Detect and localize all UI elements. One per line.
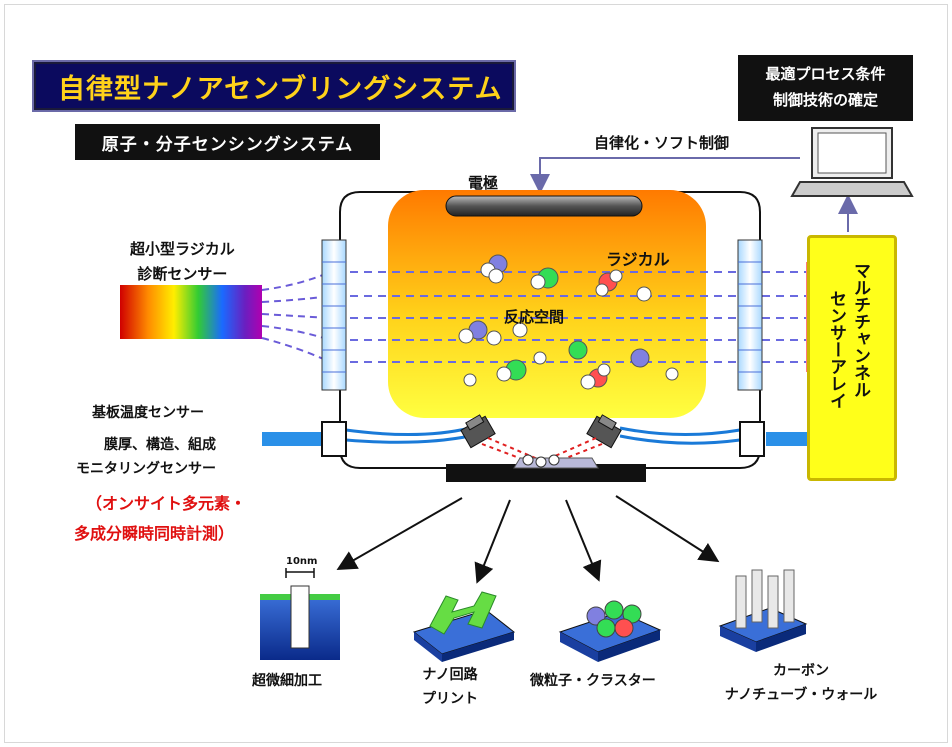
electrode-label: 電極 [468,174,499,192]
diag-sensor-line-1: 超小型ラジカル [130,240,235,258]
app-label-4: カーボン ナノチューブ・ウォール [706,660,896,704]
app-4-line-1: カーボン [773,663,829,679]
spectrum-source [120,285,262,339]
molecules [458,254,679,390]
control-feedback-line [530,157,858,232]
onsite-line-2: 多成分瞬時同時計測） [74,524,235,543]
diag-sensor-line-2: 診断センサー [137,265,228,283]
chamber-outline [339,191,761,469]
right-window [737,239,763,391]
multichannel-label-1: マルチチャンネル [850,262,870,398]
right-sensor-head [586,414,622,449]
right-fiber-port [739,421,765,457]
process-box: 最適プロセス条件 制御技術の確定 [738,55,913,121]
substrate-stage [446,454,646,482]
reaction-space-label: 反応空間 [504,308,565,326]
page-title: 自律型ナノアセンブリングシステム [58,73,503,105]
cluster-icon [558,600,662,662]
app-label-2: ナノ回路 プリント [420,664,480,708]
subtitle-banner: 原子・分子センシングシステム [75,124,380,160]
monitoring-line-1: 膜厚、構造、組成 [104,437,216,453]
process-line-2: 制御技術の確定 [772,91,878,109]
left-sensor-head [460,414,496,449]
app-2-line-2: プリント [422,691,478,707]
substrate-temp-label: 基板温度センサー [92,405,204,421]
app-label-1: 超微細加工 [252,673,322,689]
optical-fibers [262,426,810,446]
page-subtitle: 原子・分子センシングシステム [101,134,354,155]
app-label-3: 微粒子・クラスター [530,673,656,689]
control-label: 自律化・ソフト制御 [594,134,730,152]
app-2-line-1: ナノ回路 [422,667,478,683]
monitoring-line-2: モニタリングセンサー [76,461,216,477]
diag-sensor-label: 超小型ラジカル 診断センサー [130,238,235,284]
multichannel-label-2: センサーアレイ [826,290,846,409]
scale-label: 10nm [286,556,318,567]
window-grating [322,261,762,373]
electrode [445,195,643,217]
onsite-line-1: （オンサイト多元素・ [86,494,247,513]
title-banner: 自律型ナノアセンブリングシステム [32,60,516,112]
left-window [321,239,347,391]
multichannel-sensor-panel [807,235,897,481]
spectrum-beams [261,271,331,363]
onsite-note: （オンサイト多元素・ 多成分瞬時同時計測） [74,490,246,544]
left-fiber-port [321,421,347,457]
nano-circuit-icon [412,591,516,662]
nanotube-wall-icon [718,569,808,652]
monitoring-sensor-label: 膜厚、構造、組成 モニタリングセンサー [76,434,216,478]
application-arrows [336,495,720,584]
ultrafine-processing-icon [260,568,340,660]
radical-label: ラジカル [606,250,670,269]
reaction-space [388,190,706,418]
laptop-icon [790,127,914,197]
process-line-1: 最適プロセス条件 [765,65,886,83]
app-4-line-2: ナノチューブ・ウォール [724,687,878,703]
